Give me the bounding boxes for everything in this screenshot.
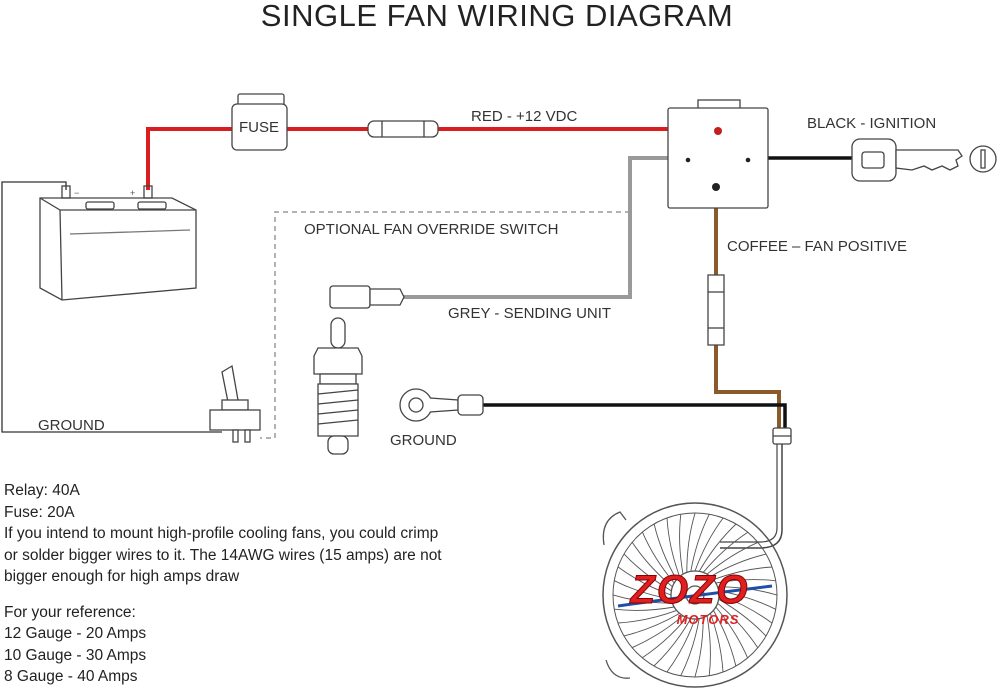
- fan-blade-line: [709, 613, 724, 673]
- fan-blade-line: [641, 531, 675, 584]
- fan-blade-line: [617, 609, 677, 624]
- logo-main-text: ZOZO: [629, 568, 749, 612]
- fan-blade-line: [690, 514, 710, 572]
- fuse-spec: Fuse: 20A: [4, 503, 75, 521]
- logo-sub-text: MOTORS: [677, 612, 740, 627]
- ground-wire-thin: [1, 181, 222, 433]
- diagram-title: SINGLE FAN WIRING DIAGRAM: [261, 0, 733, 33]
- fan-blade-line: [641, 617, 688, 659]
- fan-blade-line: [715, 606, 749, 659]
- fan-pigtail-wire: [720, 444, 783, 549]
- relay: [667, 99, 769, 209]
- fan-blade-line: [706, 541, 759, 575]
- battery-minus-symbol: −: [74, 188, 79, 198]
- note-line: If you intend to mount high-profile cool…: [4, 525, 439, 542]
- ignition-key-icon: [851, 138, 997, 182]
- fan-blade-line: [623, 613, 680, 637]
- fan-blade-line: [702, 531, 749, 573]
- gauge-line: 12 Gauge - 20 Amps: [4, 625, 147, 642]
- fan-blade-line: [718, 594, 773, 624]
- notes-spacer: [4, 588, 524, 602]
- gauge-line: 10 Gauge - 30 Amps: [4, 646, 147, 664]
- fan-blade-line: [653, 523, 677, 580]
- fan-blade-line: [686, 512, 696, 573]
- fan-blade-line: [706, 615, 711, 676]
- coffee-wire: [714, 190, 781, 428]
- relay-terminal-86: [745, 157, 751, 163]
- gauge-line: 8 Gauge - 40 Amps: [4, 668, 138, 685]
- note-line: bigger enough for high amps draw: [4, 568, 240, 585]
- battery-plus-symbol: +: [130, 188, 135, 198]
- fan-blade-line: [653, 618, 692, 667]
- black-wire-label: BLACK - IGNITION: [807, 115, 936, 132]
- fan-blade-line: [666, 517, 681, 577]
- relay-terminal-30: [714, 127, 722, 135]
- note-line: or solder bigger wires to it. The 14AWG …: [4, 546, 442, 564]
- fan-blade-line: [631, 541, 673, 588]
- fuse-holder: [231, 93, 288, 151]
- fan-blade-line: [679, 514, 684, 575]
- fan-blade-line: [617, 566, 672, 596]
- relay-spec: Relay: 40A: [4, 482, 80, 499]
- spade-connector: [329, 285, 405, 309]
- fan-blade-line: [694, 617, 704, 678]
- fan-connector: [772, 427, 792, 445]
- fan-blade-line: [612, 594, 673, 604]
- ring-terminal: [399, 388, 484, 422]
- red-inline-connector: [367, 120, 439, 138]
- fan-blade-line: [713, 566, 773, 581]
- relay-terminal-87: [712, 183, 720, 191]
- red-wire-label: RED - +12 VDC: [471, 108, 577, 125]
- fuse-label: FUSE: [239, 119, 279, 136]
- fan-blade-line: [694, 517, 724, 572]
- fan-blade-line: [718, 598, 767, 637]
- black-ground-wire: [483, 403, 787, 428]
- coffee-wire-label: COFFEE – FAN POSITIVE: [727, 238, 907, 255]
- fan-blade-line: [717, 602, 759, 649]
- fan-blade-line: [631, 615, 684, 649]
- override-toggle-switch: [209, 364, 261, 443]
- temperature-sending-unit: [313, 317, 363, 455]
- fan-blade-line: [680, 618, 700, 676]
- specifications-notes: Relay: 40A Fuse: 20A If you intend to mo…: [4, 480, 524, 688]
- battery: [39, 185, 197, 301]
- fan-blade-line: [623, 553, 672, 592]
- grey-wire: [400, 156, 688, 299]
- ground-label-right: GROUND: [390, 432, 457, 449]
- fan-blade-line: [666, 618, 696, 673]
- fan-blade-line: [614, 606, 675, 611]
- ground-label-left: GROUND: [38, 417, 105, 434]
- override-switch-dashed-line: [260, 211, 630, 439]
- grey-wire-label: GREY - SENDING UNIT: [448, 305, 611, 322]
- override-switch-label: OPTIONAL FAN OVERRIDE SWITCH: [304, 221, 558, 238]
- reference-title: For your reference:: [4, 603, 136, 621]
- fan-blade-line: [713, 610, 737, 667]
- coffee-inline-connector: [707, 274, 725, 346]
- fan-blade-line: [715, 579, 776, 584]
- fan-blade-line: [698, 523, 737, 572]
- relay-terminal-85: [685, 157, 691, 163]
- zozo-motors-logo: ZOZO MOTORS: [617, 568, 773, 627]
- fan-blade-line: [710, 553, 767, 577]
- fan-pigtail-wire-inner: [720, 444, 778, 543]
- cooling-fan: [602, 502, 788, 688]
